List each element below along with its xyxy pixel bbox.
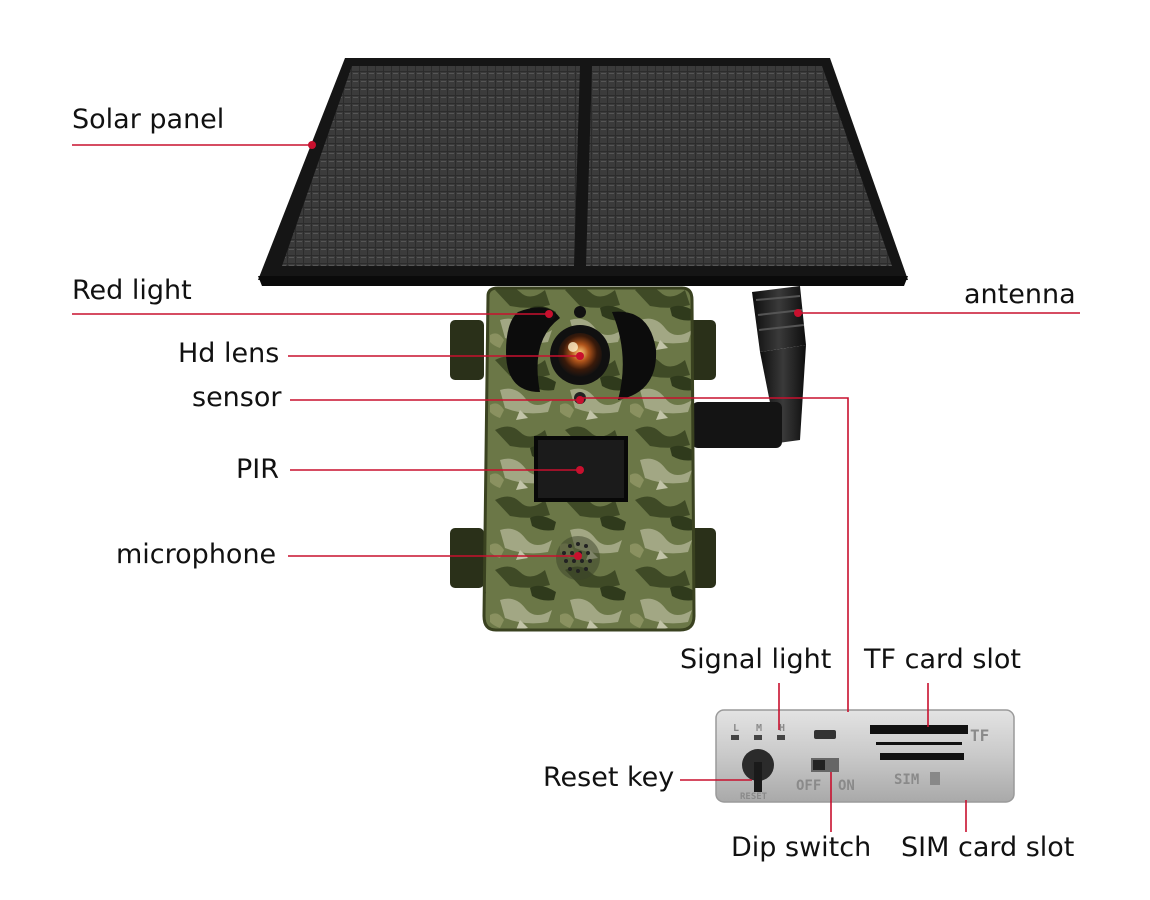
led-m-text: M: [756, 723, 762, 734]
solar-panel: [258, 58, 908, 286]
label-reset-key: Reset key: [543, 762, 675, 793]
label-sensor: sensor: [192, 382, 282, 413]
label-sim-card-slot: SIM card slot: [901, 832, 1075, 863]
label-hd-lens: Hd lens: [178, 338, 280, 369]
off-text: OFF: [796, 778, 821, 794]
label-antenna: antenna: [964, 279, 1076, 310]
led-h-text: H: [779, 723, 785, 734]
tf-text: TF: [970, 726, 989, 745]
control-panel: L M H RESET OFF ON TF SIM: [715, 709, 1015, 803]
label-solar-panel: Solar panel: [72, 104, 225, 135]
label-pir: PIR: [236, 454, 280, 485]
reset-key-button: RESET: [740, 749, 774, 802]
label-dip-switch: Dip switch: [731, 832, 872, 863]
label-red-light: Red light: [72, 275, 192, 306]
label-tf-card-slot: TF card slot: [864, 644, 1022, 675]
leader-panel-connector: [580, 397, 849, 712]
leader-lines: [72, 144, 1080, 832]
label-signal-light: Signal light: [680, 644, 832, 675]
antenna: [692, 286, 806, 448]
reset-text: RESET: [740, 792, 768, 802]
leader-dots: [308, 141, 802, 560]
label-microphone: microphone: [116, 539, 277, 570]
led-l-text: L: [733, 723, 739, 734]
dip-switch: OFF ON: [796, 758, 855, 794]
on-text: ON: [838, 778, 855, 794]
sim-text: SIM: [894, 772, 919, 788]
camera-body: [450, 286, 716, 632]
